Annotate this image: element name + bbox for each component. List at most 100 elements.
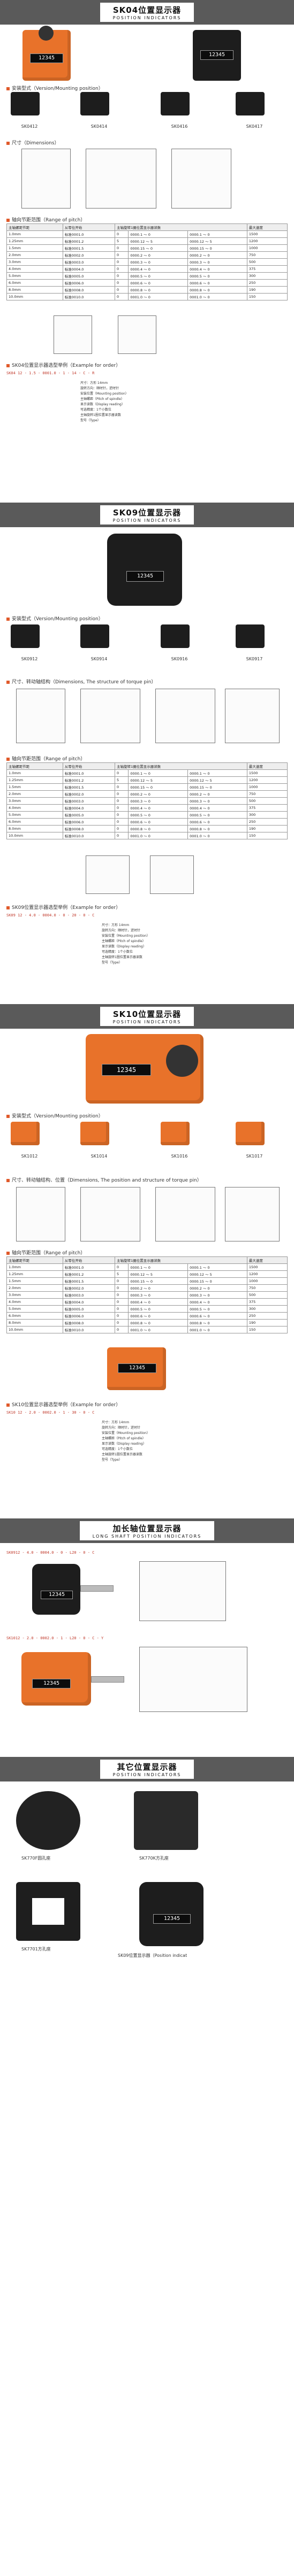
sk10-dim-heading: 尺寸、转动轴结构、位置（Dimensions, The position and… (6, 1176, 202, 1183)
sk09-counter-window: 12345 (126, 571, 164, 582)
long-shaft-rod (80, 1585, 114, 1592)
sk10-title: SK10位置显示器 (112, 1009, 182, 1019)
sk10-subtitle: POSITION INDICATORS (112, 1020, 182, 1024)
long-shaft-drawing-1 (139, 1561, 226, 1621)
sk10-pitch-heading: 轴向节距范围（Range of pitch） (6, 1249, 85, 1256)
other-header-band: 其它位置显示器 POSITION INDICATORS (0, 1757, 294, 1781)
sk09-dimension-drawing-pin2 (225, 689, 280, 743)
sk04-mount-heading: 安装型式（Version/Mounting position） (6, 84, 103, 91)
sk10-shaft-photo: 12345 (107, 1347, 166, 1390)
other-round-base-photo (16, 1791, 80, 1850)
sk04-product-photo-black: 12345 (193, 30, 241, 81)
long-shaft-photo-black: 12345 (32, 1564, 80, 1615)
sk10-order-code: SK10 12 - 2.0 - 0002.0 - 1 - 30 - 0 - C (6, 1410, 95, 1415)
sk04-header-band: SK04位置显示器 POSITION INDICATORS (0, 0, 294, 25)
long-shaft-header-band: 加长轴位置显示器 LONG SHAFT POSITION INDICATORS (0, 1518, 294, 1543)
sk10-header-band: SK10位置显示器 POSITION INDICATORS (0, 1004, 294, 1029)
sk10-dimension-drawing-front (16, 1187, 65, 1241)
sk04-title: SK04位置显示器 (112, 5, 182, 15)
sk04-counter-window: 12345 (30, 53, 63, 63)
other-sk09-photo: 12345 (139, 1882, 203, 1946)
sk10-dimension-drawing-side (80, 1187, 140, 1241)
sk09-title: SK09位置显示器 (112, 508, 182, 518)
knob-icon (39, 26, 54, 41)
sk04-dimension-drawing-front (21, 149, 71, 209)
other-title: 其它位置显示器 (117, 1762, 177, 1772)
other-item-label: SK7701方孔座 (21, 1947, 51, 1952)
sk10-mount-heading: 安装型式（Version/Mounting position） (6, 1112, 103, 1119)
sk04-counter-window-black: 12345 (200, 50, 233, 60)
long-shaft-counter-black: 12345 (41, 1591, 73, 1599)
sk09-order-heading: SK09位置显示器选型举例（Example for order） (6, 904, 120, 911)
long-shaft-code-1: SK0912 - 4.0 - 0004.0 - 0 - L20 - 0 - C (6, 1551, 95, 1555)
sk09-shaft-drawing-1 (86, 855, 130, 894)
sk09-order-code: SK09 12 - 4.0 - 0004.0 - 0 - 20 - 0 - C (6, 913, 95, 917)
long-shaft-title: 加长轴位置显示器 (112, 1524, 182, 1533)
sk04-order-heading: SK04位置显示器选型举例（Example for order） (6, 361, 120, 368)
other-item-label: SK09位置显示器（Position indicat (118, 1953, 187, 1958)
sk09-header-band: SK09位置显示器 POSITION INDICATORS (0, 503, 294, 527)
sk09-subtitle: POSITION INDICATORS (112, 518, 182, 523)
sk04-pitch-heading: 轴向节距范围（Range of pitch） (6, 216, 85, 223)
sk10-counter-window: 12345 (102, 1064, 151, 1076)
other-item-label: SK770F圆孔座 (21, 1856, 51, 1861)
long-shaft-subtitle: LONG SHAFT POSITION INDICATORS (92, 1534, 202, 1539)
square-hole (32, 1898, 64, 1925)
sk09-shaft-drawing-2 (150, 855, 194, 894)
sk04-subtitle: POSITION INDICATORS (112, 16, 182, 20)
other-item-label: SK770K方孔座 (139, 1856, 169, 1861)
sk04-shaft-drawing-1 (54, 315, 92, 354)
sk09-pitch-heading: 轴向节距范围（Range of pitch） (6, 755, 85, 762)
sk10-shaft-counter: 12345 (118, 1363, 156, 1373)
sk10-dimension-drawing-pin (155, 1187, 215, 1241)
sk09-mount-heading: 安装型式（Version/Mounting position） (6, 615, 103, 622)
long-shaft-rod-2 (91, 1676, 124, 1683)
sk09-dimension-drawing-side (80, 689, 140, 743)
other-square-frame-photo (16, 1882, 80, 1941)
sk09-dimension-drawing-pin (155, 689, 215, 743)
long-shaft-code-2: SK1012 - 2.0 - 0002.0 - 1 - L20 - 0 - C … (6, 1636, 104, 1640)
knob-icon (166, 1045, 198, 1077)
long-shaft-counter-orange: 12345 (32, 1679, 71, 1688)
other-subtitle: POSITION INDICATORS (112, 1772, 182, 1777)
sk04-shaft-drawing-2 (118, 315, 156, 354)
sk04-dimension-drawing-top (171, 149, 231, 209)
sk09-product-photo: 12345 (107, 534, 182, 606)
sk04-dimension-drawing-side (86, 149, 156, 209)
sk09-dimension-drawing-front (16, 689, 65, 743)
